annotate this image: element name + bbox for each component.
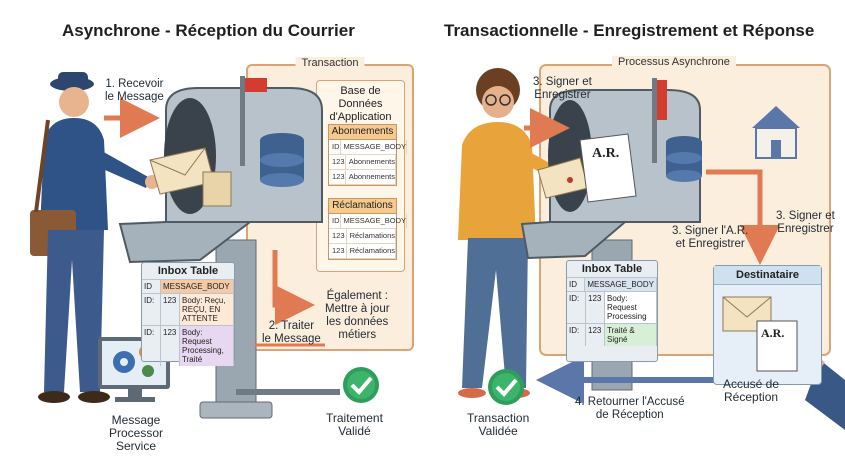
ar-doc-label: A.R. xyxy=(592,146,620,161)
arrow-process xyxy=(272,250,315,325)
house-icon xyxy=(752,106,800,159)
step3b-label: 3. Signer l'A.R.et Enregistrer xyxy=(672,225,749,250)
arrow-sign-ar xyxy=(706,169,780,265)
ar-document-icon xyxy=(756,320,798,372)
database-cylinder-icon xyxy=(666,136,702,182)
woman-figure xyxy=(458,68,567,398)
destinataire-title: Destinataire xyxy=(714,266,821,285)
postman-figure xyxy=(30,72,159,403)
table-abonnements-header: Abonnements xyxy=(329,125,396,140)
left-inbox-header: Inbox Table xyxy=(157,265,219,277)
right-inbox-header: Inbox Table xyxy=(581,263,643,275)
envelope-icon xyxy=(722,296,772,332)
ar-document-icon xyxy=(579,133,637,203)
left-title: Asynchrone - Réception du Courrier xyxy=(62,21,355,40)
envelope-icon xyxy=(202,171,232,207)
right-title: Transactionnelle - Enregistrement et Rép… xyxy=(444,21,815,40)
async-panel-title: Processus Asynchrone xyxy=(612,56,736,68)
database-cylinder-icon xyxy=(260,133,304,187)
check-icon xyxy=(343,367,379,403)
table-reclamations-header: Réclamations xyxy=(329,199,396,214)
ar-doc-label-dest: A.R. xyxy=(761,326,785,340)
app-database-title: Base de Données d'Application xyxy=(329,85,392,123)
transaction-panel-title: Transaction xyxy=(295,57,365,69)
destinataire-illustration xyxy=(722,296,798,372)
check-icon xyxy=(488,369,524,405)
